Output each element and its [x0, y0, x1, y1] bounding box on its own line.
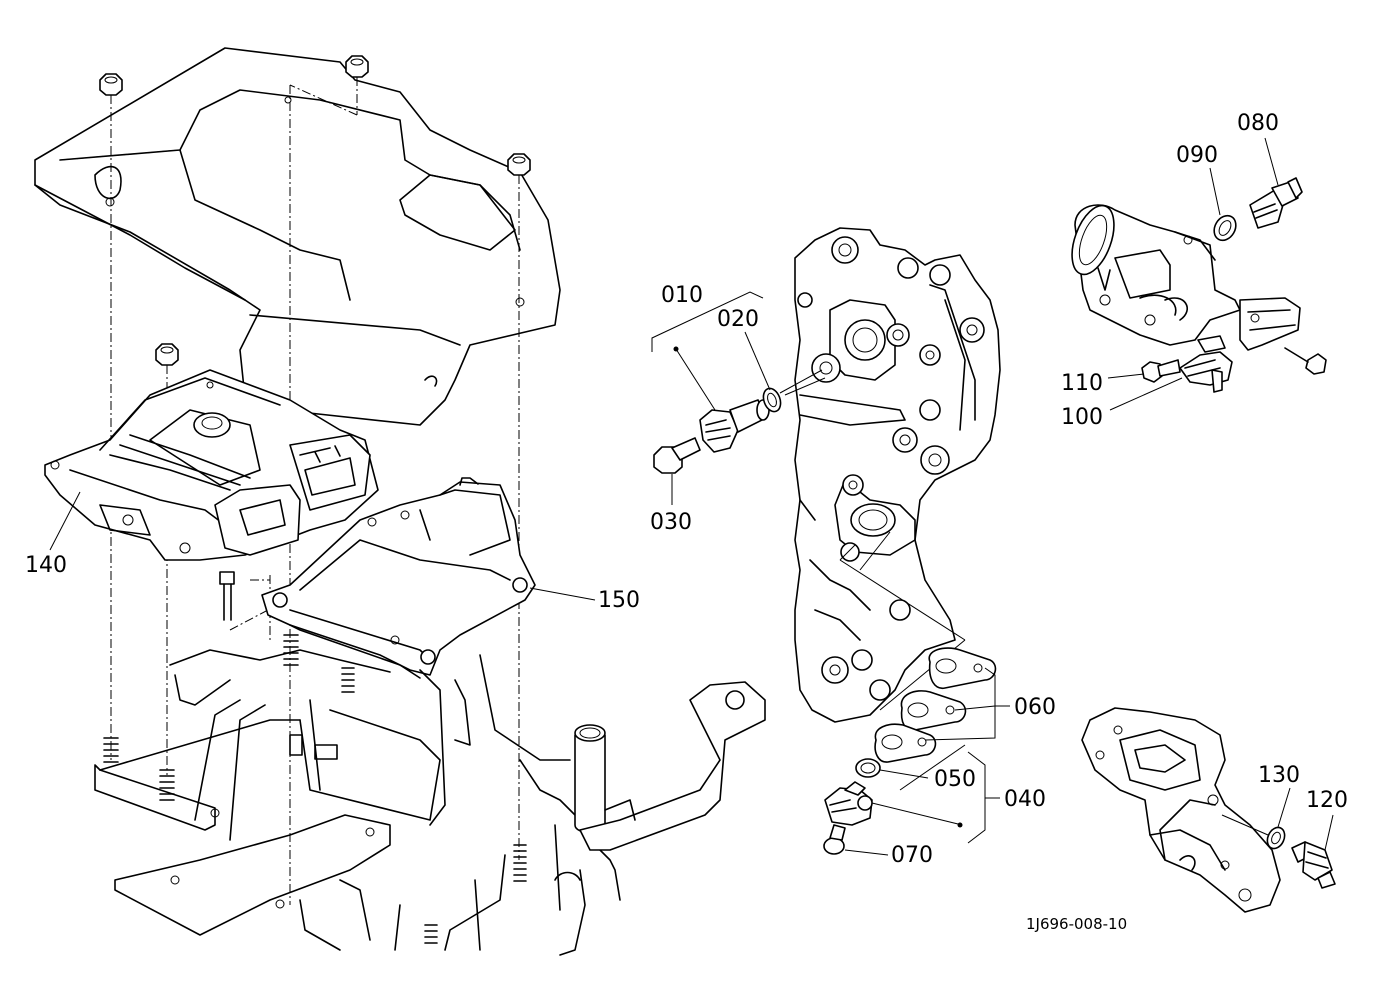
diagram-code: 1J696-008-10	[1026, 915, 1127, 933]
bolt-030	[653, 437, 701, 505]
ecu-unit-140	[44, 369, 379, 561]
label-050: 050	[934, 767, 976, 792]
gasket-060-a	[928, 647, 997, 689]
cover-nut-1	[99, 73, 123, 96]
bracket-plate	[1239, 297, 1327, 375]
washer-090	[1209, 167, 1237, 242]
label-120: 120	[1306, 788, 1348, 813]
bolt-ecu	[219, 571, 235, 621]
ecu-nut	[155, 343, 179, 366]
leader-150	[529, 587, 596, 601]
bolt-110	[1107, 359, 1181, 383]
sensor-010	[699, 399, 770, 453]
leader-140	[49, 491, 81, 551]
label-020: 020	[717, 307, 759, 332]
sensor-100	[1109, 335, 1233, 411]
label-100: 100	[1061, 405, 1103, 430]
sensor-080	[1249, 137, 1303, 229]
label-040: 040	[1004, 787, 1046, 812]
label-090: 090	[1176, 143, 1218, 168]
bolt-070	[823, 824, 889, 856]
bracket-040	[967, 751, 986, 844]
cover-nut-3	[507, 153, 531, 176]
label-110: 110	[1061, 371, 1103, 396]
sensor-040	[824, 781, 963, 828]
bracket-010	[651, 291, 764, 411]
label-150: 150	[598, 588, 640, 613]
engine-cover	[34, 47, 561, 426]
label-070: 070	[891, 843, 933, 868]
label-030: 030	[650, 510, 692, 535]
engine-block	[794, 227, 1001, 723]
thermostat-housing	[1071, 204, 1241, 346]
cover-nut-2	[345, 55, 369, 78]
washer-130	[1221, 787, 1291, 850]
sensor-120	[1291, 814, 1336, 889]
label-130: 130	[1258, 763, 1300, 788]
gasket-060-b	[900, 690, 967, 732]
label-060: 060	[1014, 695, 1056, 720]
label-080: 080	[1237, 111, 1279, 136]
support-post	[554, 681, 766, 881]
o-ring-050	[855, 758, 929, 779]
block-leader-lines	[784, 377, 966, 791]
gasket-060-c	[874, 723, 937, 763]
part-labels: 010 020 030 040 050 060 070 080 090 100 …	[25, 111, 1348, 933]
controller-150	[261, 477, 536, 679]
lower-housing	[1081, 707, 1281, 913]
mounting-frame	[94, 649, 621, 956]
o-ring-020	[744, 331, 823, 413]
label-010: 010	[661, 283, 703, 308]
studs	[103, 634, 527, 944]
label-140: 140	[25, 553, 67, 578]
